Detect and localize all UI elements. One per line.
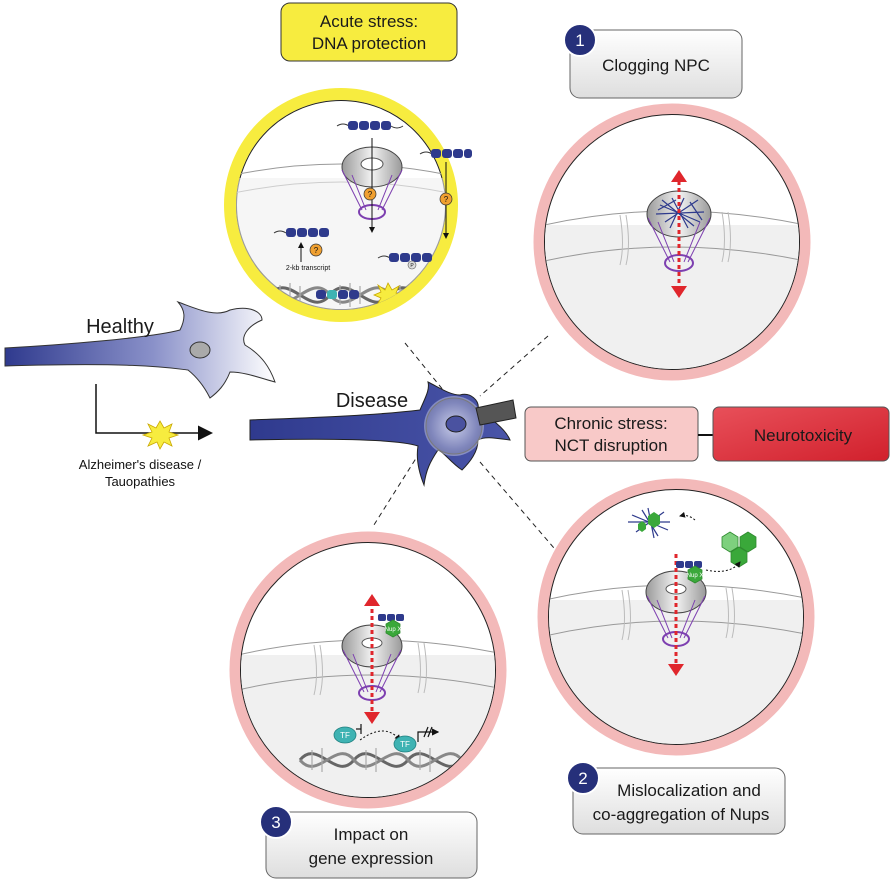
question-mark-2: ? [444,195,449,204]
panel-3-label: 3 Impact on gene expression [259,805,478,879]
tau-protein-right: ? [419,149,472,239]
question-mark-3: ? [314,246,319,255]
tf-label-2: TF [400,740,410,749]
npc-pore: ? [341,138,403,233]
question-mark-1: ? [368,190,373,199]
chronic-line2: NCT disruption [554,436,667,455]
disease-neuron: Disease [249,381,517,487]
acute-stress-box: Acute stress: DNA protection [280,2,458,62]
acute-panel: ? ? [224,88,472,322]
disease-label: Disease [336,390,408,412]
chronic-stress-box: Chronic stress: NCT disruption [524,406,699,462]
cause-line1: Alzheimer's disease / [79,457,202,472]
panel-1-title: Clogging NPC [602,56,710,75]
panel-1-circle [533,103,811,381]
panel-2-number: 2 [578,769,587,788]
transcript-2kb: ? 2-kb transcript [273,228,330,272]
tau-protein-dna: P [377,253,432,270]
tau-bound-nup: Nup X [378,614,404,638]
panel-3-number: 3 [271,813,280,832]
neurotoxicity-box: Neurotoxicity [712,406,890,462]
tau-bound-nup: Nup X [676,561,704,584]
dashed-connectors [371,335,561,556]
panel-2-line1: Mislocalization and [617,781,761,800]
panel-3-line2: gene expression [309,849,434,868]
panel-3-circle: Nup X TF TF [229,531,507,809]
neurotoxicity-label: Neurotoxicity [754,426,853,445]
acute-stress-line1: Acute stress: [320,12,418,31]
stress-burst-icon [141,420,180,450]
panel-1-label: 1 Clogging NPC [563,23,743,99]
panel-2-label: 2 Mislocalization and co-aggregation of … [566,761,786,835]
nup-label-2: Nup X [687,573,704,579]
phospho-mark: P [410,263,414,269]
blocked-transcription-arrow-icon [417,726,440,742]
panel-2-circle: Nup X [537,478,815,756]
cause-line2: Tauopathies [105,474,176,489]
tf-label-1: TF [340,731,350,740]
healthy-label: Healthy [86,316,154,338]
transcript-label: 2-kb transcript [286,265,330,272]
chronic-line1: Chronic stress: [554,414,667,433]
transcription-factor-dna: TF [393,735,417,753]
tau-protein-top [336,121,404,130]
nup-label-3: Nup X [385,627,402,633]
transcription-factor-blocked: TF [333,724,362,744]
panel-1-number: 1 [575,31,584,50]
panel-3-line1: Impact on [334,825,409,844]
acute-stress-line2: DNA protection [312,34,426,53]
healthy-neuron: Healthy Alzheimer's disease / Tauopathie… [4,300,276,489]
panel-2-line2: co-aggregation of Nups [593,805,770,824]
nup-free-hexagons [721,531,757,568]
